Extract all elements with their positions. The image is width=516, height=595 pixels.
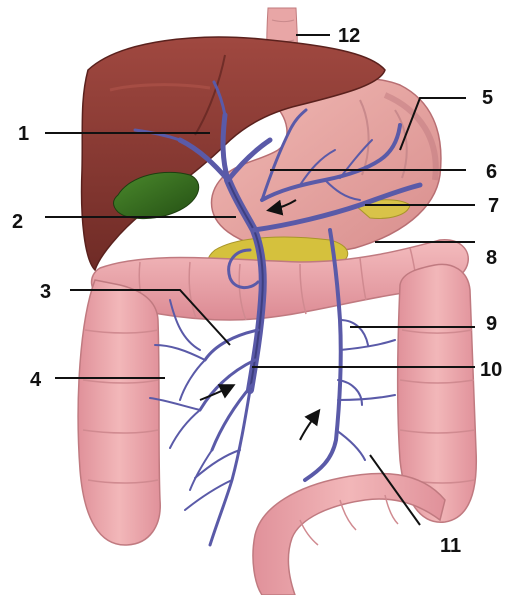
label-7: 7	[488, 195, 499, 217]
label-6: 6	[486, 161, 497, 183]
label-3: 3	[40, 281, 51, 303]
label-2: 2	[12, 211, 23, 233]
label-8: 8	[486, 247, 497, 269]
label-5: 5	[482, 87, 493, 109]
label-9: 9	[486, 313, 497, 335]
label-11: 11	[440, 535, 461, 557]
label-10: 10	[480, 359, 502, 381]
sigmoid-colon	[253, 473, 445, 595]
label-1: 1	[18, 123, 29, 145]
curved-arrow-icon	[300, 412, 318, 440]
ascending-colon	[78, 280, 160, 545]
label-4: 4	[30, 369, 42, 391]
label-12: 12	[338, 25, 360, 47]
